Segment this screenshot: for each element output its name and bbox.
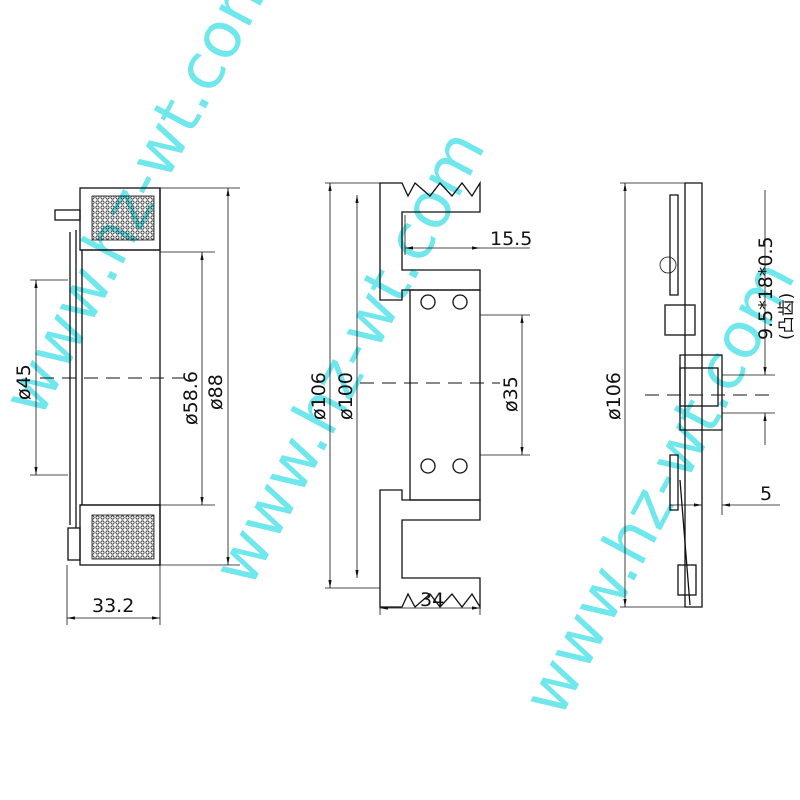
spline-note: (凸齿) [777, 293, 797, 340]
pulley-view: ø106 ø100 15.5 ø35 34 [308, 180, 532, 615]
pulley-groove-diameter: ø100 [335, 372, 357, 420]
pulley-outer-diameter: ø106 [308, 372, 330, 420]
coil-width: 33.2 [92, 595, 134, 617]
coil-mid-diameter: ø58.6 [180, 371, 202, 425]
bearing-diameter: ø35 [500, 376, 522, 412]
coil-view: ø45 ø58.6 ø88 33.2 [13, 187, 240, 625]
hub-view: ø106 9.5*18*0.5 (凸齿) 5 [603, 182, 797, 608]
pulley-groove-width: 15.5 [490, 228, 532, 250]
svg-text:www.hz-wt.com: www.hz-wt.com [199, 118, 501, 597]
hub-outer-diameter: ø106 [603, 372, 625, 420]
spline-spec: 9.5*18*0.5 [755, 236, 777, 340]
coil-outer-diameter: ø88 [205, 374, 227, 410]
pulley-width: 34 [420, 589, 444, 611]
coil-inner-diameter: ø45 [13, 364, 35, 400]
hub-offset: 5 [760, 483, 772, 505]
